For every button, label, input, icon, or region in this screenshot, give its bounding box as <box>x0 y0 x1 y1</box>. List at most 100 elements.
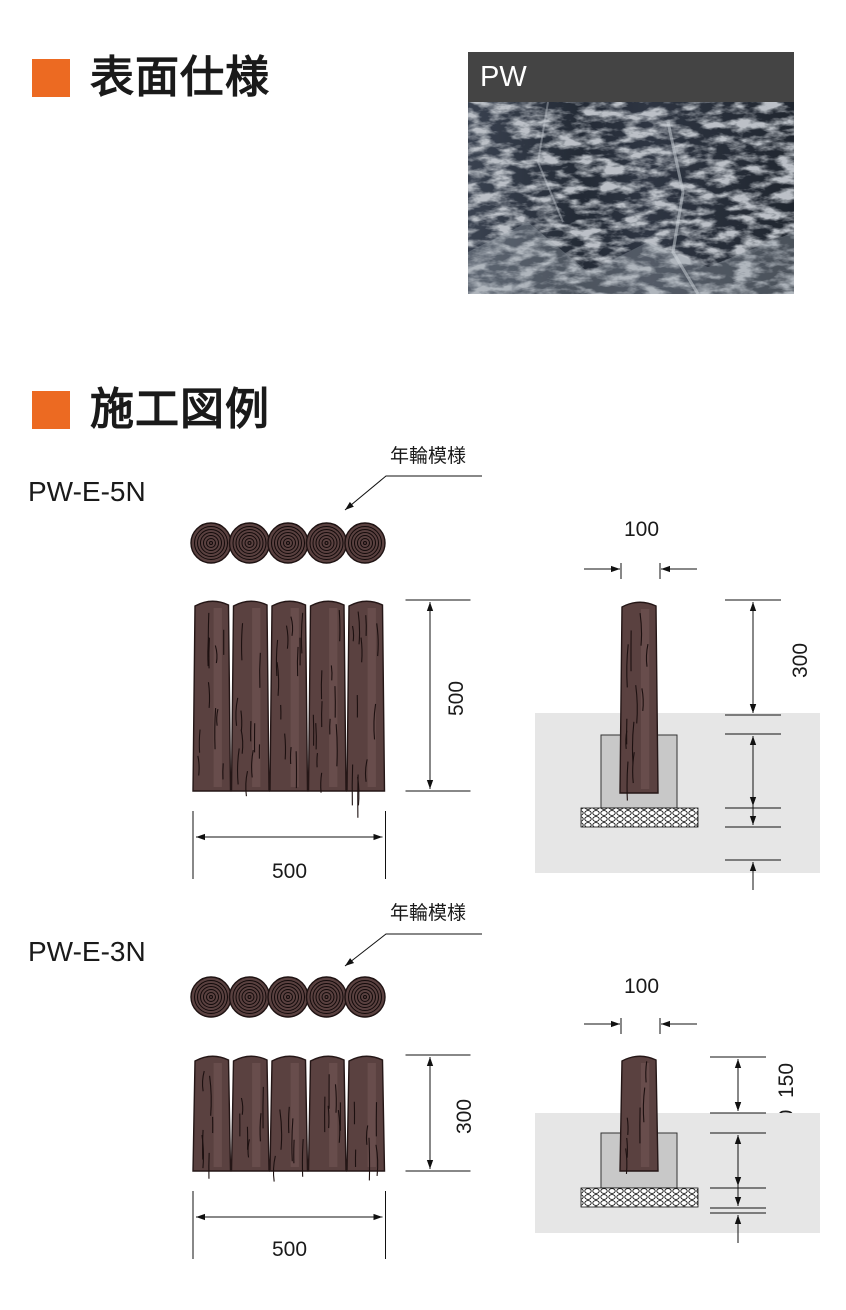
callout-label: 年輪模様 <box>390 446 467 467</box>
log-body <box>192 1055 232 1172</box>
bark-line <box>645 644 649 667</box>
front-width-dim: 500 <box>272 860 308 883</box>
log-highlight <box>213 608 222 787</box>
section-surface-header: 表面仕様 <box>32 56 270 100</box>
log-front-view <box>230 1055 270 1172</box>
bark-line <box>330 665 333 681</box>
callout-leader <box>344 933 482 967</box>
ring-line <box>241 989 258 1005</box>
bark-line <box>301 1139 304 1177</box>
log-body <box>192 600 232 792</box>
log-body <box>230 600 270 792</box>
ring-line <box>312 529 341 557</box>
ring-line <box>206 538 216 548</box>
bark-line <box>357 611 361 645</box>
bark-line <box>300 612 304 654</box>
bark-line <box>373 703 377 740</box>
log-highlight <box>367 608 376 787</box>
texture-card: PW <box>468 52 794 294</box>
ring-line <box>244 538 255 548</box>
orange-square-icon <box>32 59 70 97</box>
bark-line <box>216 708 219 726</box>
ring-line <box>283 538 293 548</box>
ring-line <box>318 989 335 1005</box>
bark-line <box>272 1155 276 1182</box>
ring-line <box>354 986 376 1008</box>
bark-line <box>357 776 360 806</box>
front-width-dim: 500 <box>272 1238 308 1261</box>
log-body <box>346 1055 386 1172</box>
ring-line <box>348 980 382 1014</box>
ring-line <box>286 995 290 999</box>
log-highlight <box>329 1063 338 1167</box>
bark-line <box>201 1070 205 1092</box>
ring-line <box>277 986 299 1008</box>
ring-line <box>312 983 341 1011</box>
log-highlight <box>367 1063 376 1167</box>
log-body <box>346 600 386 792</box>
ring-line <box>274 983 302 1011</box>
bark-line <box>240 623 244 661</box>
ring-line <box>324 541 329 545</box>
section-width-dim: 100 <box>624 975 660 998</box>
ring-line <box>238 532 261 554</box>
ring-line <box>232 526 267 560</box>
log-highlight <box>252 1063 261 1167</box>
bark-line <box>335 724 338 767</box>
bark-line <box>240 729 244 754</box>
ring-line <box>283 992 293 1002</box>
ring-line <box>363 995 367 999</box>
log-section-view <box>619 1055 659 1174</box>
ring-line <box>200 986 222 1008</box>
bark-line <box>639 613 643 646</box>
log-front-view <box>192 1055 232 1179</box>
log-ring-top-view <box>305 976 348 1018</box>
log-front-view <box>230 600 270 797</box>
ring-line <box>354 532 376 554</box>
bark-line <box>259 652 261 688</box>
ring-line <box>203 535 219 551</box>
bark-line <box>291 1118 294 1162</box>
bark-line <box>641 688 644 711</box>
log-front-view <box>307 1055 347 1172</box>
ring-line <box>360 992 370 1002</box>
bark-line <box>275 639 279 677</box>
ring-line <box>197 983 225 1011</box>
log-highlight <box>329 608 338 787</box>
bark-line <box>368 1137 371 1181</box>
log-front-view <box>346 600 386 818</box>
bark-line <box>235 697 239 726</box>
bark-line <box>320 772 323 793</box>
ring-line <box>351 983 379 1011</box>
log-highlight <box>290 1063 299 1167</box>
bark-line <box>645 1061 648 1083</box>
log-ring-top-view <box>267 522 309 564</box>
gravel-base <box>580 1187 699 1208</box>
ring-line <box>318 535 335 551</box>
log-front-view <box>192 600 232 792</box>
bark-line <box>289 747 292 765</box>
ring-outer <box>344 976 386 1018</box>
callout-label: 年輪模様 <box>390 903 467 924</box>
ring-line <box>194 526 228 560</box>
ring-line <box>200 532 222 554</box>
bark-texture-image <box>468 102 794 294</box>
ring-line <box>271 980 305 1014</box>
ring-line <box>247 995 252 999</box>
ring-line <box>321 992 332 1002</box>
bark-line <box>365 615 367 636</box>
ring-line <box>197 529 225 557</box>
log-highlight <box>290 608 299 787</box>
ring-line <box>280 989 296 1005</box>
log-ring-top-view <box>305 522 348 564</box>
log-ring-top-view <box>344 976 386 1018</box>
bark-line <box>635 685 638 724</box>
bark-line <box>290 616 294 636</box>
bark-line <box>365 1125 369 1145</box>
section-install-header: 施工図例 <box>32 388 270 432</box>
log-front-view <box>269 600 309 792</box>
bark-line <box>296 646 299 677</box>
bark-line <box>337 1109 341 1143</box>
